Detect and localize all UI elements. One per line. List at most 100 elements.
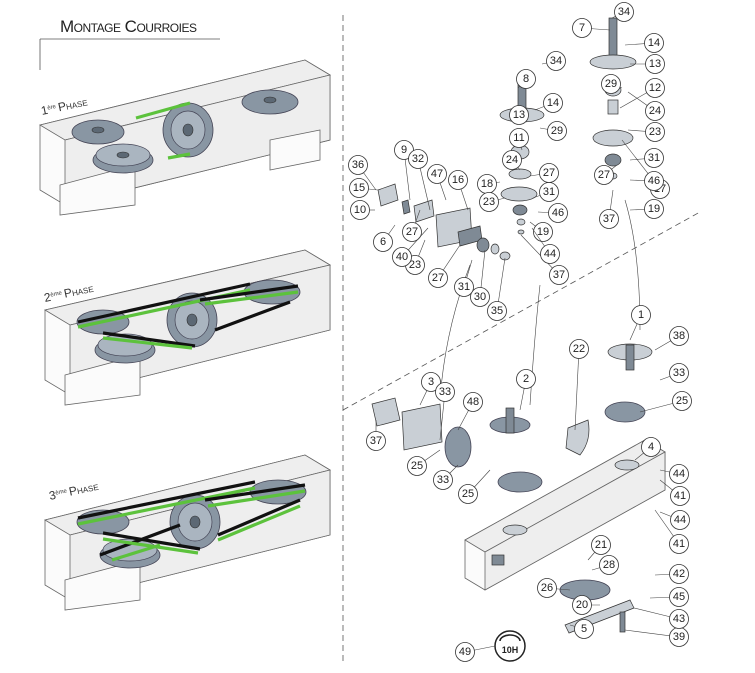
svg-text:1èrePhase: 1èrePhase: [40, 94, 89, 117]
part-callout: 18: [477, 174, 501, 194]
part-number-label: 9: [401, 144, 407, 156]
diagonal-divider: [342, 211, 701, 411]
part-callout: 17: [621, 139, 670, 199]
callout-bubble: [644, 148, 664, 168]
callout-bubble: [601, 74, 621, 94]
part-number-label: 16: [452, 174, 464, 186]
callout-bubble: [392, 247, 412, 267]
part-number-label: 34: [550, 55, 562, 67]
part-number-label: 15: [353, 182, 365, 194]
part-callout: 5: [569, 619, 594, 639]
callout-bubble: [454, 277, 474, 297]
part-number-label: 27: [598, 169, 610, 181]
callout-bubble: [455, 642, 475, 662]
phase-2-illustration: 2èmePhase: [43, 249, 332, 406]
part-callout: 35: [487, 257, 507, 321]
part-callout: 37: [599, 189, 619, 229]
callout-bubble: [572, 595, 592, 615]
part-number-label: 25: [411, 460, 423, 472]
callout-bubble: [350, 200, 370, 220]
callout-bubble: [540, 244, 560, 264]
part-number-label: 14: [648, 37, 660, 49]
part-number-label: 7: [579, 22, 585, 34]
callout-bubble: [644, 33, 664, 53]
part-callout: 28: [591, 555, 619, 575]
part-callout: 38: [654, 326, 689, 351]
part-number-label: 39: [673, 631, 685, 643]
part-callout: 13: [509, 105, 529, 125]
callout-bubble: [373, 232, 393, 252]
part-number-label: 33: [439, 386, 451, 398]
part-callout: 1: [629, 305, 651, 341]
callout-bubble: [594, 165, 614, 185]
phase-3-illustration: 3èmePhase: [43, 454, 332, 611]
part-callout: 14: [624, 33, 664, 53]
part-callout: 10: [350, 200, 375, 220]
callout-bubble: [645, 78, 665, 98]
callout-bubble: [644, 171, 664, 191]
part-number-label: 23: [409, 259, 421, 271]
part-number-label: 27: [406, 226, 418, 238]
callout-bubble: [402, 222, 422, 242]
part-number-label: 23: [649, 126, 661, 138]
callout-bubble: [549, 265, 569, 285]
callout-leader-line: [574, 348, 580, 431]
part-number-label: 31: [543, 186, 555, 198]
svg-text:2èmePhase: 2èmePhase: [43, 281, 95, 305]
part-callout: 7: [572, 18, 611, 38]
part-number-label: 6: [380, 236, 386, 248]
phase-2-sup: ème: [50, 290, 63, 298]
part-number-label: 46: [648, 175, 660, 187]
callout-bubble: [672, 391, 692, 411]
part-number-label: 43: [673, 613, 685, 625]
part-callout: 23: [627, 122, 665, 142]
part-callout: 6: [373, 224, 396, 252]
part-callout: 14: [534, 93, 563, 113]
part-number-label: 44: [673, 468, 685, 480]
part-callout: 39: [624, 627, 689, 647]
part-callout: 29: [601, 74, 623, 94]
callout-bubble: [644, 199, 664, 219]
part-number-label: 38: [673, 330, 685, 342]
part-number-label: 31: [458, 281, 470, 293]
part-callout: 44: [531, 227, 560, 264]
callout-bubble: [546, 51, 566, 71]
phase-1-word: Phase: [57, 94, 89, 114]
part-callout: 33: [659, 363, 689, 383]
part-number-label: 20: [576, 599, 588, 611]
part-number-label: 47: [431, 168, 443, 180]
callout-bubble: [537, 578, 557, 598]
part-number-label: 18: [481, 178, 493, 190]
callout-bubble: [669, 564, 689, 584]
part-number-label: 41: [673, 538, 685, 550]
part-callout: 16: [448, 170, 469, 211]
callout-bubble: [463, 392, 483, 412]
part-number-label: 5: [581, 623, 587, 635]
part-callout: 48: [457, 392, 483, 431]
callout-bubble: [669, 363, 689, 383]
part-number-label: 14: [547, 97, 559, 109]
svg-text:3èmePhase: 3èmePhase: [48, 479, 100, 503]
part-callout: 25: [639, 391, 692, 413]
callout-bubble: [599, 209, 619, 229]
callout-bubble: [669, 587, 689, 607]
callout-bubble: [547, 121, 567, 141]
callout-bubble: [458, 484, 478, 504]
callout-bubble: [669, 609, 689, 629]
callout-bubble: [569, 339, 589, 359]
part-callout: 34: [541, 51, 566, 71]
part-number-label: 40: [396, 251, 408, 263]
part-callout: 31: [532, 182, 559, 202]
part-callout: 46: [629, 171, 664, 191]
part-number-label: 44: [674, 514, 686, 526]
part-number-label: 24: [649, 105, 661, 117]
part-callout: 41: [659, 479, 690, 506]
part-callout: 47: [427, 164, 447, 201]
callout-bubble: [479, 192, 499, 212]
part-number-label: 10: [354, 204, 366, 216]
callout-bubble: [669, 326, 689, 346]
part-callout: 43: [633, 607, 689, 629]
callout-bubble: [348, 155, 368, 175]
part-callout: 3: [419, 372, 441, 406]
